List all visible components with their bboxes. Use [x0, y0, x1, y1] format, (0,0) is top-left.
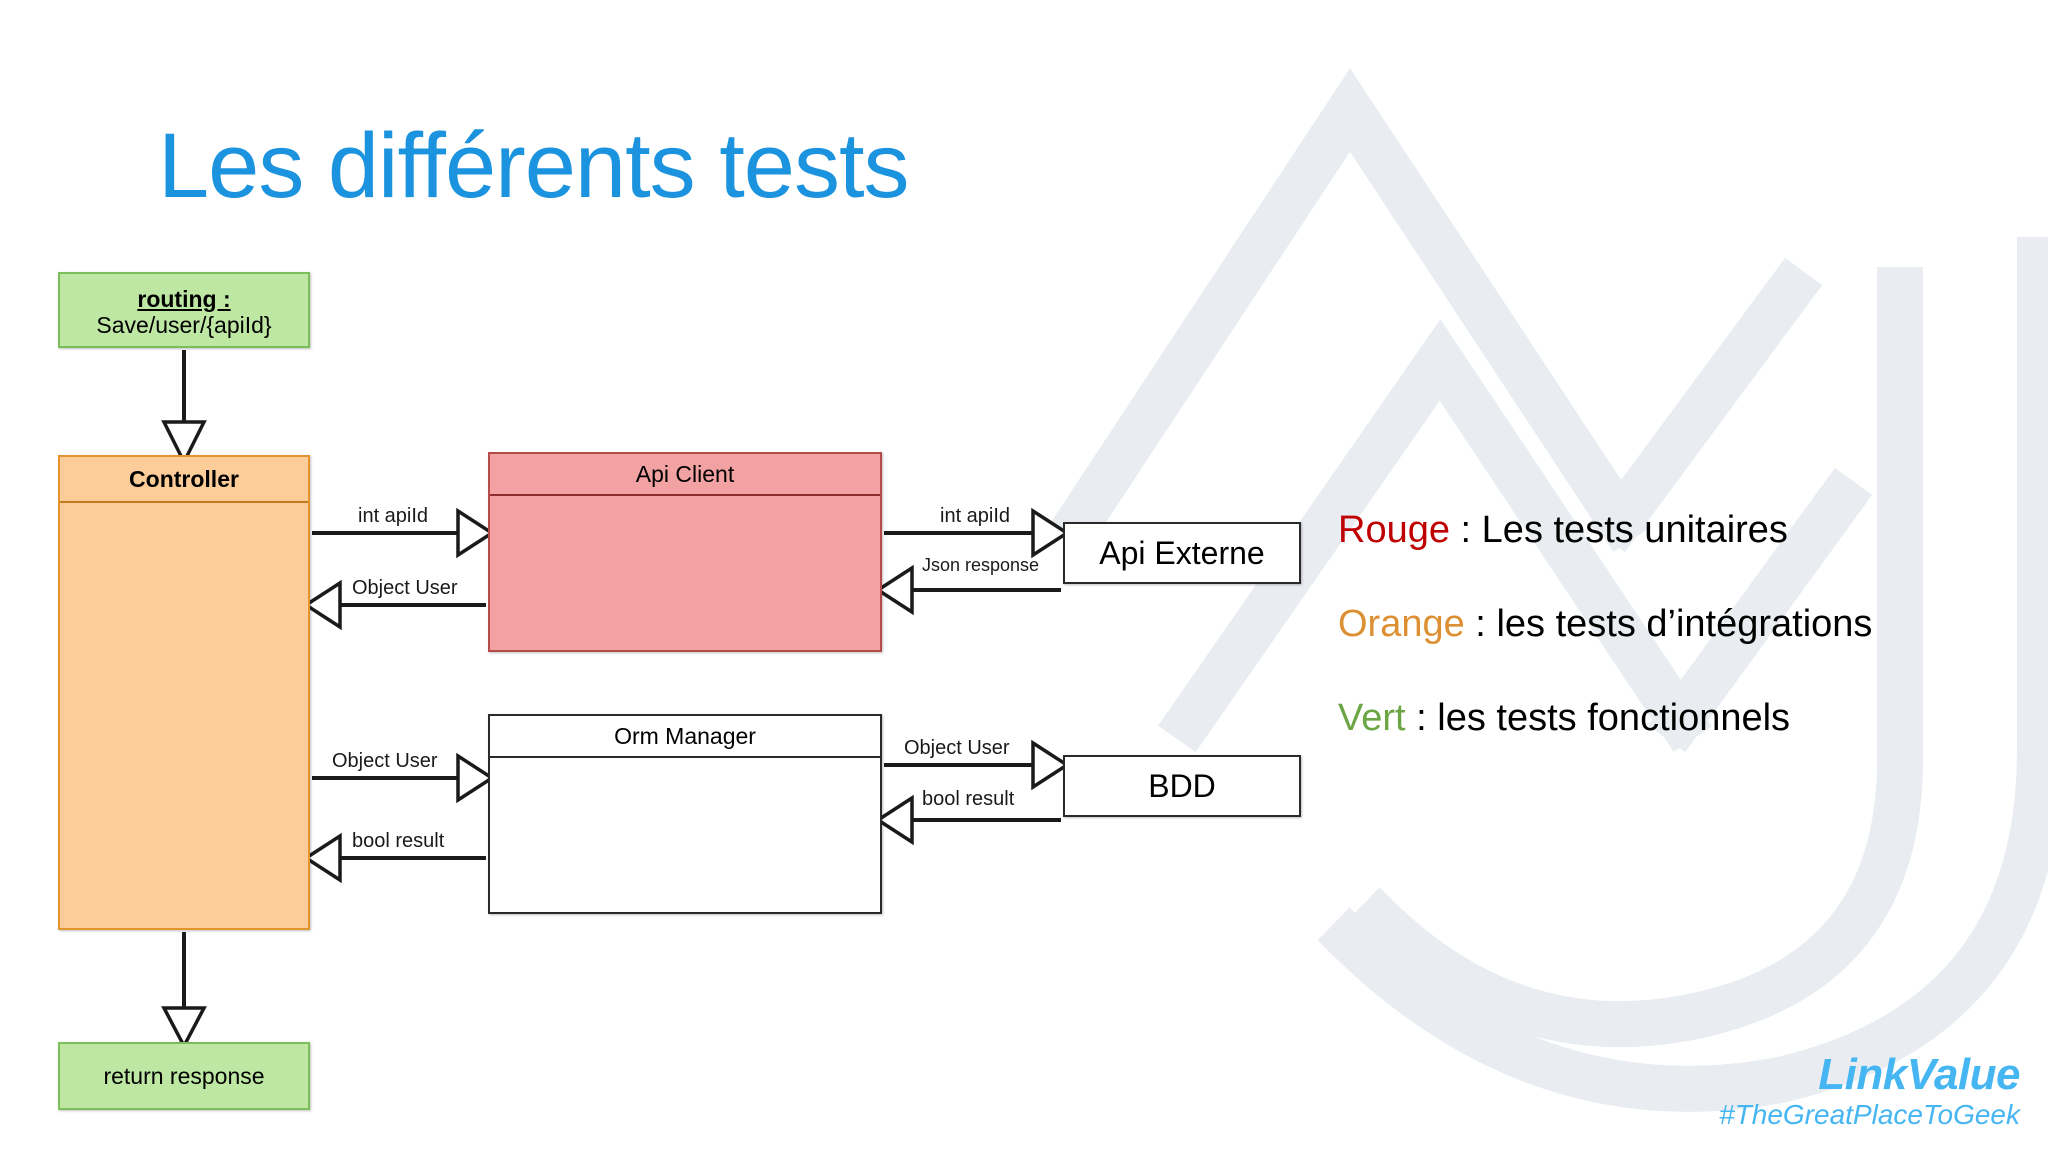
api-client-title: Api Client: [490, 454, 880, 496]
routing-label-heading: routing :: [137, 285, 231, 312]
routing-label-path: Save/user/{apiId}: [96, 312, 272, 338]
edge-label-controller-to-orm: Object User: [332, 750, 438, 772]
node-return-response[interactable]: return response: [58, 1042, 310, 1110]
legend-keyword-rouge: Rouge: [1338, 509, 1450, 551]
branding: LinkValue #TheGreatPlaceToGeek: [1719, 1052, 2020, 1132]
legend-separator-vert: :: [1405, 696, 1438, 739]
legend-separator-rouge: :: [1449, 509, 1482, 551]
legend: Rouge : Les tests unitaires Orange : les…: [1338, 509, 2028, 791]
edge-label-orm-to-controller: bool result: [352, 830, 445, 852]
legend-keyword-vert: Vert: [1338, 696, 1406, 739]
node-orm-manager[interactable]: Orm Manager: [488, 714, 882, 914]
arrowhead-into-controller-bool: [302, 832, 342, 884]
arrowhead-into-apiclient: [456, 507, 496, 559]
brand-tagline: #TheGreatPlaceToGeek: [1719, 1099, 2020, 1131]
edge-label-orm-to-bdd: Object User: [904, 737, 1010, 759]
legend-item-orange: Orange : les tests d’intégrations: [1338, 602, 2028, 646]
arrowhead-into-orm-bool: [874, 794, 914, 846]
node-routing[interactable]: routing : Save/user/{apiId}: [58, 272, 310, 348]
edge-label-controller-to-apiclient: int apiId: [358, 505, 429, 527]
arrowhead-into-controller-objectuser: [302, 579, 342, 631]
controller-title: Controller: [60, 457, 308, 503]
arrowhead-into-orm: [456, 752, 496, 804]
brand-name: LinkValue: [1818, 1050, 2020, 1100]
node-api-externe[interactable]: Api Externe: [1063, 522, 1301, 584]
edge-label-bdd-to-orm: bool result: [922, 788, 1015, 810]
orm-manager-title: Orm Manager: [490, 716, 880, 758]
node-bdd[interactable]: BDD: [1063, 755, 1301, 817]
node-controller[interactable]: Controller: [58, 455, 310, 930]
legend-description-rouge: Les tests unitaires: [1481, 509, 1788, 551]
legend-separator-orange: :: [1464, 602, 1497, 645]
edge-label-apiclient-to-controller: Object User: [352, 577, 458, 599]
legend-item-rouge: Rouge : Les tests unitaires: [1338, 509, 2028, 552]
legend-item-vert: Vert : les tests fonctionnels: [1338, 696, 2028, 740]
legend-keyword-orange: Orange: [1338, 602, 1465, 645]
node-api-client[interactable]: Api Client: [488, 452, 882, 652]
arrowhead-into-apiclient-json: [874, 564, 914, 616]
arrowhead-into-bdd: [1031, 739, 1071, 791]
legend-description-orange: les tests d’intégrations: [1496, 602, 1873, 645]
arrowhead-into-return: [161, 1006, 207, 1050]
legend-description-vert: les tests fonctionnels: [1437, 696, 1791, 739]
arrowhead-into-apiexterne: [1031, 507, 1071, 559]
edge-label-apiexterne-to-apiclient: Json response: [922, 555, 1040, 575]
edge-label-apiclient-to-apiexterne: int apiId: [940, 505, 1011, 527]
page-title: Les différents tests: [158, 115, 909, 217]
